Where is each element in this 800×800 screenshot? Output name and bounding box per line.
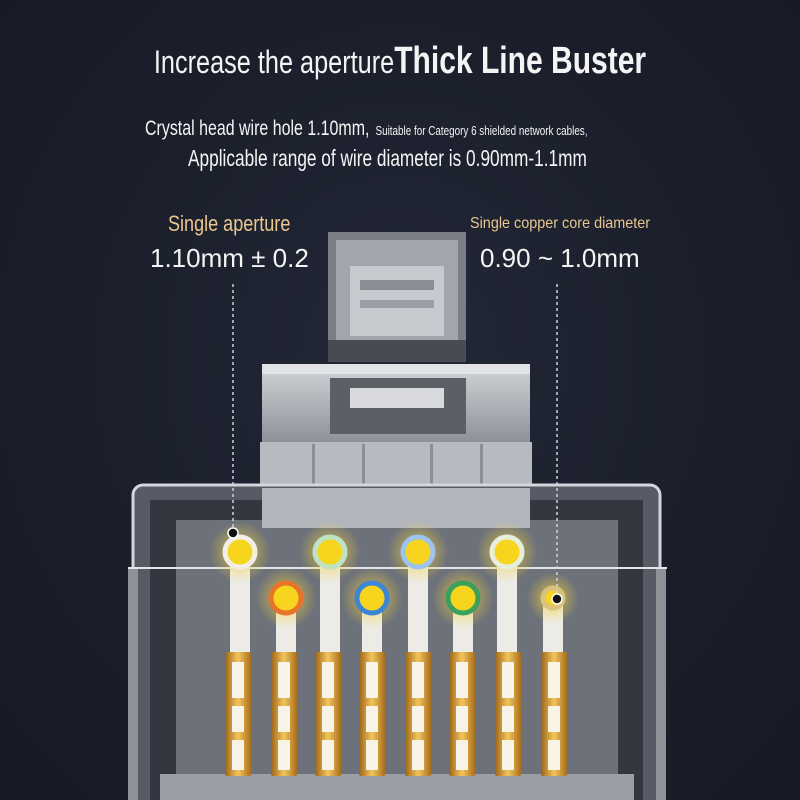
core-pointer <box>551 284 563 605</box>
contact-window <box>278 706 290 732</box>
band-separator <box>312 444 315 486</box>
contact-window <box>278 662 290 698</box>
housing-lower-band <box>260 442 532 488</box>
contact-window <box>548 662 560 698</box>
contact-window <box>232 662 244 698</box>
wire-hole-bottom <box>445 580 481 616</box>
contact-window <box>548 740 560 770</box>
wire-hole-top <box>400 534 436 570</box>
band-separator <box>362 444 365 486</box>
contact-window <box>412 740 424 770</box>
latch-detail <box>360 280 434 290</box>
spec-compatibility-note: Suitable for Category 6 shielded network… <box>375 123 588 138</box>
contact-window <box>322 706 334 732</box>
contact-window <box>366 662 378 698</box>
latch-band <box>328 340 466 362</box>
headline: Increase the apertureThick Line Buster <box>84 42 716 80</box>
band-separator <box>480 444 483 486</box>
contact-window <box>322 740 334 770</box>
aperture-value: 1.10mm ± 0.2 <box>150 243 309 273</box>
aperture-pointer-marker <box>227 527 239 539</box>
aperture-pointer <box>227 284 239 539</box>
contact-window <box>502 662 514 698</box>
core-diameter-label: Single copper core diameter <box>470 215 651 232</box>
contact-window <box>412 662 424 698</box>
housing-bottom <box>160 774 634 800</box>
wire-strand <box>320 558 340 658</box>
contact-window <box>502 706 514 732</box>
contact-window <box>366 706 378 732</box>
wire-strand <box>497 558 517 658</box>
housing-middle-slot <box>350 388 444 408</box>
contact-group <box>225 652 567 776</box>
band-separator <box>430 444 433 486</box>
aperture-label: Single aperture <box>168 211 291 236</box>
wire-strand <box>408 558 428 658</box>
contact-window <box>322 662 334 698</box>
wire-hole-top <box>489 534 525 570</box>
headline-lead: Increase the aperture <box>153 44 395 80</box>
headline-main: Thick Line Buster <box>394 40 647 82</box>
wire-hole-bottom <box>268 580 304 616</box>
spec-line-1: Crystal head wire hole 1.10mm, Suitable f… <box>145 118 587 139</box>
contact-window <box>232 740 244 770</box>
side-rail-right <box>656 568 666 800</box>
housing-middle <box>260 364 532 488</box>
contact-window <box>232 706 244 732</box>
contact-window <box>412 706 424 732</box>
wire-hole-bottom <box>354 580 390 616</box>
contact-window <box>548 706 560 732</box>
contact-window <box>456 740 468 770</box>
core-diameter-value: 0.90 ~ 1.0mm <box>480 243 640 273</box>
wire-hole-top <box>312 534 348 570</box>
wire-hole-top <box>222 534 258 570</box>
contact-window <box>456 706 468 732</box>
contact-window <box>278 740 290 770</box>
latch <box>328 232 466 362</box>
contact-window <box>456 662 468 698</box>
spec-line-2: Applicable range of wire diameter is 0.9… <box>188 145 587 171</box>
spec-wire-hole: Crystal head wire hole 1.10mm, <box>145 117 370 140</box>
contact-window <box>502 740 514 770</box>
contact-window <box>366 740 378 770</box>
core-pointer-marker <box>551 593 563 605</box>
latch-detail <box>360 300 434 308</box>
side-rail-left <box>128 568 138 800</box>
wire-strand <box>230 558 250 658</box>
wire-hole-group <box>209 521 579 629</box>
wire-chamber-top <box>262 488 530 528</box>
housing-middle-edge <box>262 364 530 374</box>
